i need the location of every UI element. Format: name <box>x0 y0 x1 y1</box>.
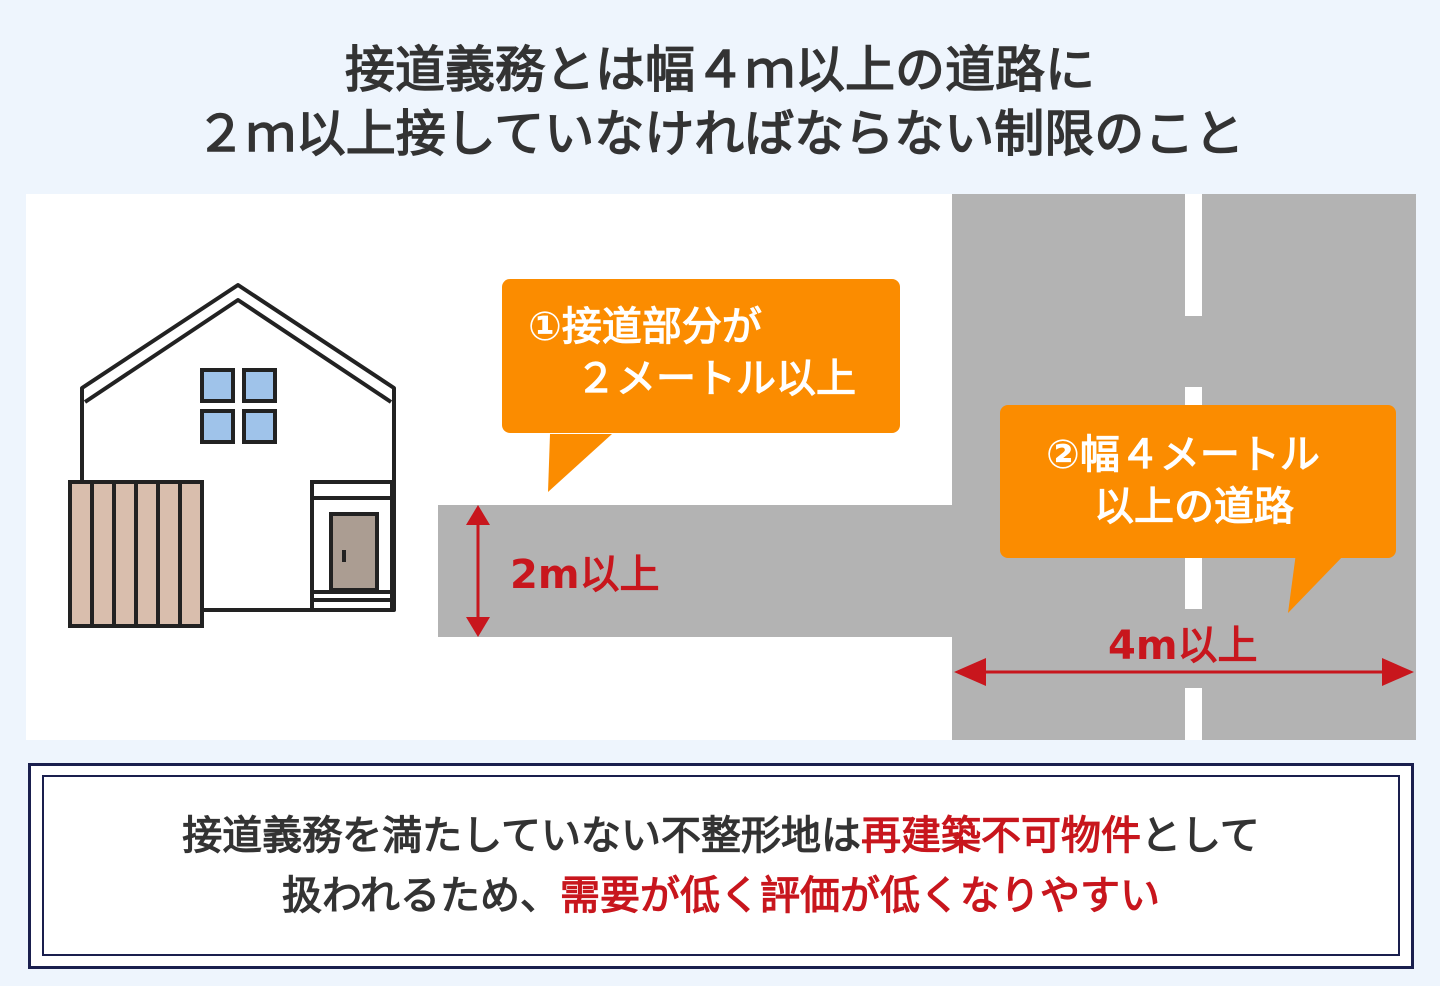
callout-frontage: ①接道部分が ２メートル以上 <box>502 279 900 433</box>
title-line-2: ２ｍ以上接していなければならない制限のこと <box>195 105 1245 163</box>
center-line-dash <box>1185 688 1202 740</box>
summary-line-2: 扱われるため、需要が低く評価が低くなりやすい <box>282 866 1160 926</box>
vertical-dimension-arrow <box>466 505 490 637</box>
callout-1-line-1: ①接道部分が <box>528 304 762 350</box>
callout-2-tail <box>1288 553 1346 613</box>
callout-1-tail <box>548 434 612 492</box>
callout-2-line-2: 以上の道路 <box>1094 484 1294 530</box>
horizontal-dimension-arrow <box>954 658 1414 686</box>
callout-road-width: ②幅４メートル 以上の道路 <box>1000 405 1396 558</box>
summary-text: 接道義務を満たしていない不整形地は <box>182 812 861 859</box>
page-title: 接道義務とは幅４ｍ以上の道路に ２ｍ以上接していなければならない制限のこと <box>0 38 1440 166</box>
road-width-label: 4m以上 <box>1108 623 1258 669</box>
summary-line-1: 接道義務を満たしていない不整形地は再建築不可物件として <box>182 806 1260 866</box>
access-road <box>438 505 954 637</box>
callout-2-line-1: ②幅４メートル <box>1046 432 1320 478</box>
summary-box: 接道義務を満たしていない不整形地は再建築不可物件として 扱われるため、需要が低く… <box>28 763 1414 969</box>
title-line-1: 接道義務とは幅４ｍ以上の道路に <box>345 41 1095 99</box>
callout-1-line-2: ２メートル以上 <box>576 356 856 402</box>
summary-text: 扱われるため、 <box>282 872 560 919</box>
summary-text: として <box>1141 812 1260 859</box>
center-line-dash <box>1185 555 1202 609</box>
summary-highlight: 需要が低く評価が低くなりやすい <box>560 872 1160 919</box>
house-icon <box>68 283 396 628</box>
summary-highlight: 再建築不可物件 <box>861 812 1141 859</box>
center-line-dash <box>1185 194 1202 316</box>
frontage-label: 2m以上 <box>510 552 660 598</box>
